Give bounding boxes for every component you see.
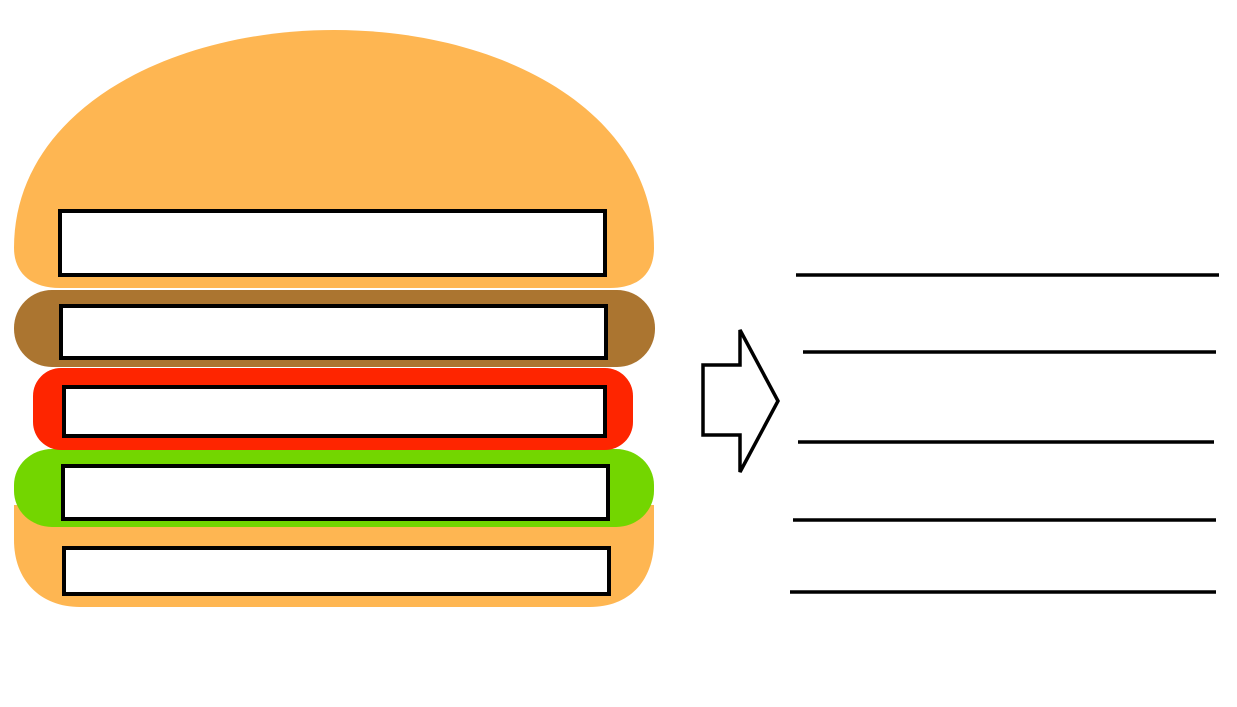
layer-box-tomato[interactable] [62, 385, 607, 438]
layer-box-patty[interactable] [59, 304, 608, 360]
layer-box-bottom-bun[interactable] [62, 546, 611, 596]
right-arrow-icon [701, 329, 780, 473]
layer-box-lettuce[interactable] [61, 464, 610, 521]
layer-box-top-bun[interactable] [58, 209, 607, 277]
